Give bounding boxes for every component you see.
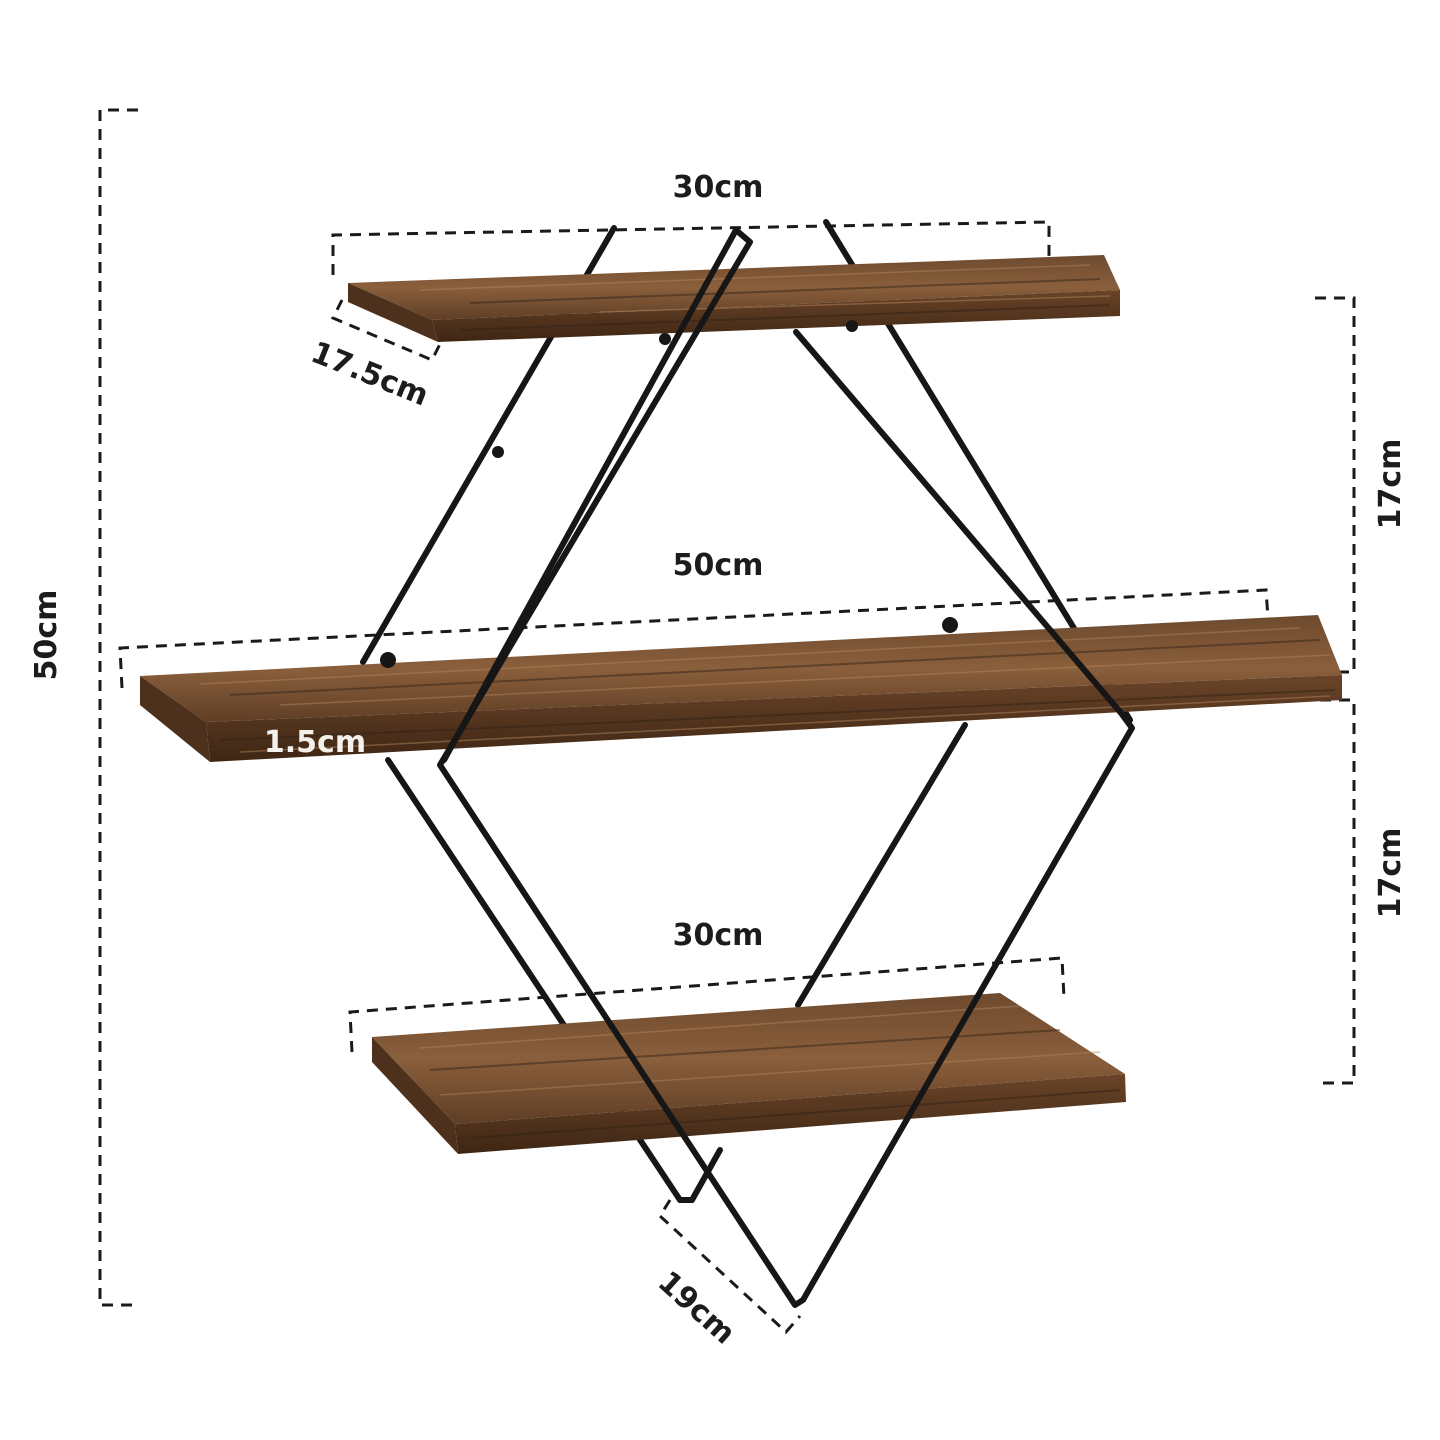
top-width-guide <box>331 220 1051 275</box>
upper-spacing-guide <box>1315 296 1356 674</box>
bottom-shelf-surface <box>372 993 1125 1124</box>
bracket-top-right <box>846 320 858 332</box>
lower-spacing-label: 17cm <box>1373 828 1408 919</box>
bottom-shelf-side <box>372 1037 458 1154</box>
bottom-depth-guide <box>658 1199 802 1335</box>
front-frame <box>380 227 1135 1308</box>
bottom-width-guide <box>348 956 1066 1053</box>
thickness-label: 1.5cm <box>264 725 366 760</box>
bottom-shelf <box>372 993 1126 1154</box>
frame-loop-bottom <box>677 1147 723 1203</box>
top-shelf-front <box>432 290 1120 342</box>
middle-shelf-side <box>140 676 210 762</box>
bracket-top-left <box>659 333 671 345</box>
lower-spacing-guide <box>1318 698 1356 1085</box>
top-width-label: 30cm <box>673 170 764 205</box>
top-shelf-side <box>348 283 438 342</box>
middle-width-label: 50cm <box>673 548 764 583</box>
total-height-guide <box>98 108 138 1307</box>
total-height-label: 50cm <box>29 590 64 681</box>
middle-width-guide <box>118 588 1271 689</box>
middle-shelf <box>140 615 1342 762</box>
dimension-guides <box>98 108 1356 1335</box>
back-frame-right-lower <box>795 722 968 1008</box>
bottom-shelf-front <box>455 1074 1126 1154</box>
middle-shelf-front <box>206 675 1342 762</box>
top-depth-label: 17.5cm <box>306 335 433 414</box>
upper-spacing-label: 17cm <box>1373 439 1408 530</box>
bracket-mid-right <box>942 617 958 633</box>
front-frame-rhombus <box>437 227 1135 1308</box>
dimension-labels: 30cm 17.5cm 50cm 1.5cm 30cm 19cm 50cm 17… <box>29 170 1408 1351</box>
top-depth-guide <box>330 299 442 362</box>
bracket-mid-left <box>380 652 396 668</box>
bottom-depth-label: 19cm <box>651 1265 742 1352</box>
bottom-width-label: 30cm <box>673 918 764 953</box>
top-shelf <box>348 255 1120 342</box>
front-frame-left-arm <box>441 227 739 763</box>
bracket-hook <box>492 446 504 458</box>
